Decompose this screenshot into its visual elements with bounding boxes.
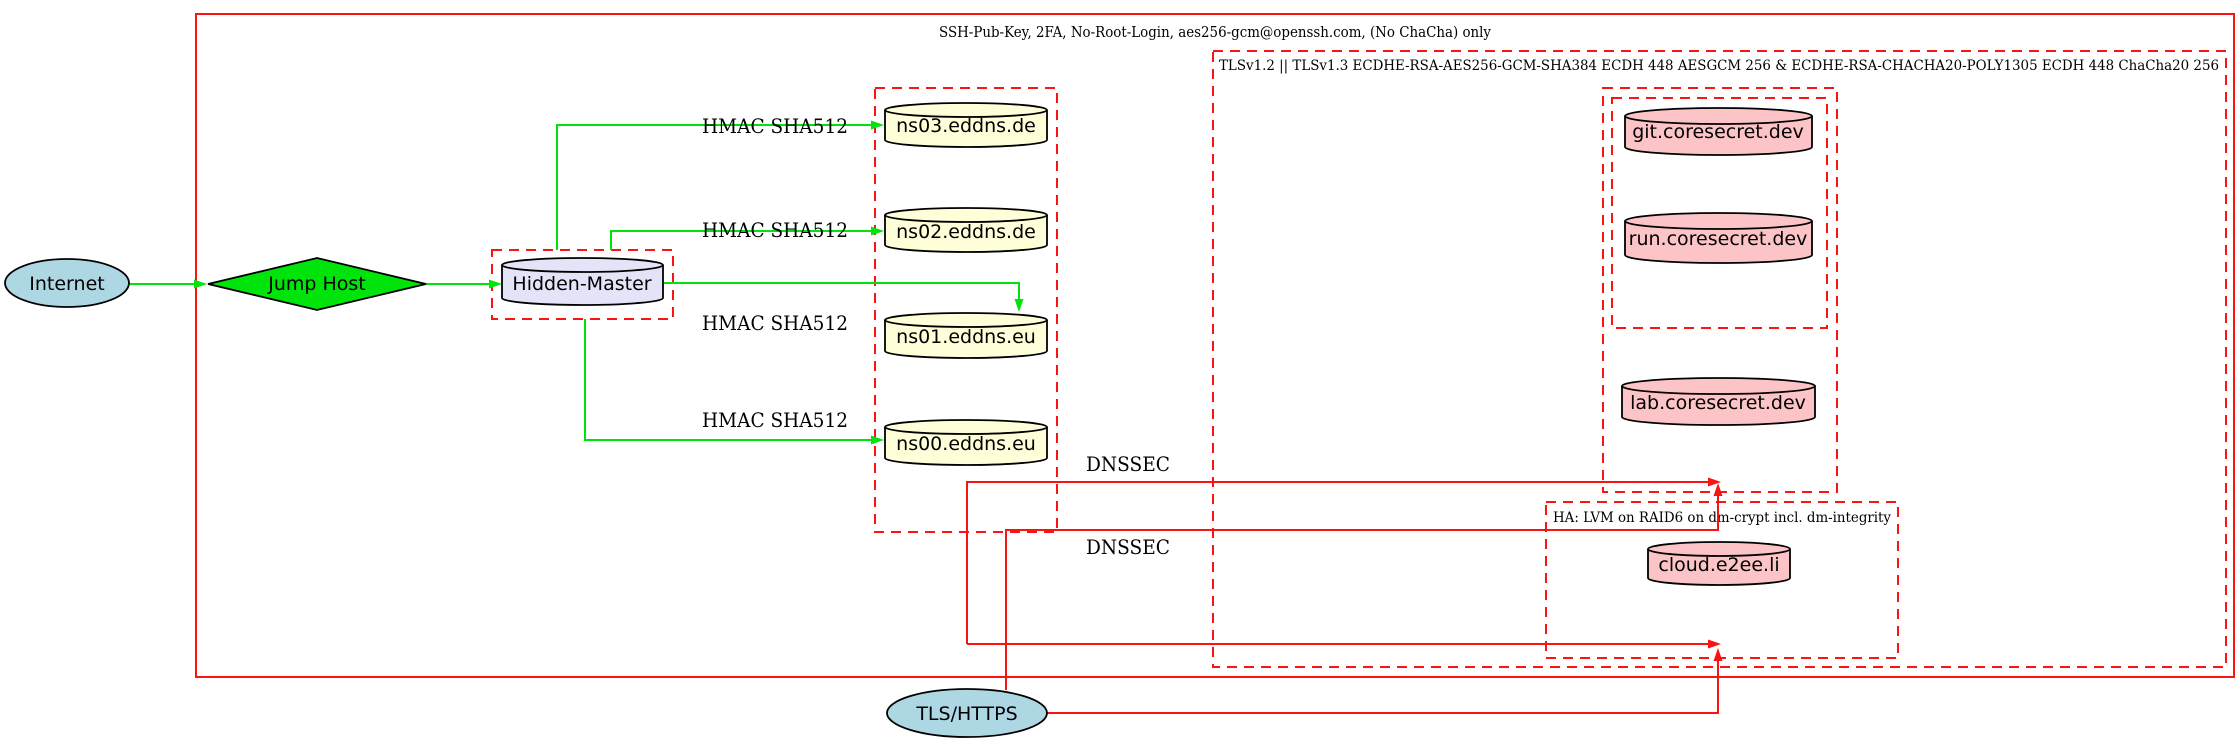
node-run-label: run.coresecret.dev xyxy=(1629,228,1808,250)
node-tls-https-label: TLS/HTTPS xyxy=(915,703,1017,725)
edge-hiddenmaster-to-ns03 xyxy=(556,120,884,250)
node-jump-host-label: Jump Host xyxy=(267,273,366,295)
edge-label-dnssec-1: DNSSEC xyxy=(1086,452,1170,476)
edge-hiddenmaster-to-ns01 xyxy=(663,282,1024,312)
edge-tlshttps-to-ha xyxy=(1047,648,1723,714)
edge-label-hmac-ns00: HMAC SHA512 xyxy=(702,408,848,432)
edge-tlshttps-to-coresecret xyxy=(1005,483,1723,690)
node-hidden-master: Hidden-Master xyxy=(501,257,664,306)
cluster-ssh-border xyxy=(195,13,2235,678)
node-run: run.coresecret.dev xyxy=(1624,212,1813,264)
node-ns00: ns00.eddns.eu xyxy=(884,419,1048,466)
node-internet: Internet xyxy=(4,258,130,308)
edge-hiddenmaster-to-ns02 xyxy=(610,226,884,250)
node-ns01-label: ns01.eddns.eu xyxy=(896,326,1036,348)
node-ns00-label: ns00.eddns.eu xyxy=(896,433,1036,455)
edge-label-hmac-ns01: HMAC SHA512 xyxy=(702,311,848,335)
cluster-tls-border xyxy=(1212,50,2227,668)
node-internet-label: Internet xyxy=(29,273,104,295)
node-ns03-label: ns03.eddns.de xyxy=(896,115,1036,137)
edge-eddns-dnssec-to-coresecret xyxy=(966,477,1721,644)
node-git: git.coresecret.dev xyxy=(1624,107,1813,156)
cluster-tls-label: TLSv1.2 || TLSv1.3 ECDHE-RSA-AES256-GCM-… xyxy=(1219,58,2219,74)
node-git-label: git.coresecret.dev xyxy=(1632,121,1804,143)
edge-eddns-dnssec-to-ha xyxy=(967,639,1721,649)
edge-hiddenmaster-to-ns00 xyxy=(584,319,884,445)
node-jump-host: Jump Host xyxy=(207,257,427,311)
cluster-ha-label: HA: LVM on RAID6 on dm-crypt incl. dm-in… xyxy=(1553,510,1891,526)
node-ns02: ns02.eddns.de xyxy=(884,207,1048,253)
cluster-ssh-label: SSH-Pub-Key, 2FA, No-Root-Login, aes256-… xyxy=(939,23,1491,41)
edge-label-dnssec-2: DNSSEC xyxy=(1086,535,1170,559)
node-ns01: ns01.eddns.eu xyxy=(884,312,1048,359)
edge-jumphost-to-hiddenmaster xyxy=(426,279,502,289)
node-cloud: cloud.e2ee.li xyxy=(1647,541,1791,586)
edge-label-hmac-ns03: HMAC SHA512 xyxy=(702,114,848,138)
node-tls-https: TLS/HTTPS xyxy=(886,688,1048,738)
cluster-ha-border xyxy=(1545,501,1899,659)
node-hidden-master-label: Hidden-Master xyxy=(512,273,651,295)
node-ns02-label: ns02.eddns.de xyxy=(896,221,1036,243)
edge-internet-to-jumphost xyxy=(129,279,207,289)
edge-label-hmac-ns02: HMAC SHA512 xyxy=(702,218,848,242)
cluster-gitrun-border xyxy=(1611,97,1828,329)
node-lab-label: lab.coresecret.dev xyxy=(1630,392,1806,414)
node-cloud-label: cloud.e2ee.li xyxy=(1658,554,1779,576)
node-lab: lab.coresecret.dev xyxy=(1621,377,1816,426)
node-ns03: ns03.eddns.de xyxy=(884,102,1048,148)
